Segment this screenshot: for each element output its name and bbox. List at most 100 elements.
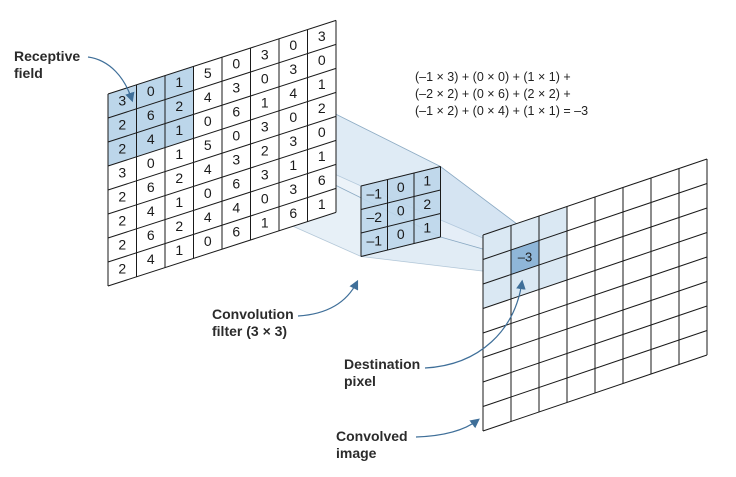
input-cell: 0 (261, 190, 269, 206)
input-cell: 5 (204, 65, 212, 81)
convolved-image-grid: –3 (482, 158, 708, 432)
filter-grid-hline (360, 236, 441, 257)
input-cell: 1 (318, 196, 326, 212)
filter-cell: –1 (366, 186, 382, 202)
destination-pixel-arrow (424, 279, 526, 369)
convolved-image-label-line: Convolved (336, 428, 408, 444)
input-cell: 2 (175, 98, 183, 114)
input-grid-hline (107, 211, 337, 287)
input-cell: 6 (232, 104, 240, 120)
input-cell: 1 (261, 94, 269, 110)
input-cell: 3 (318, 28, 326, 44)
receptive-field-label-line: Receptive (14, 48, 81, 64)
input-cell: 4 (204, 89, 212, 105)
output-grid-hline (482, 305, 708, 383)
input-grid-hline (107, 163, 337, 239)
input-cell: 6 (147, 227, 155, 243)
input-grid-hline (107, 67, 337, 143)
input-cell: 0 (318, 124, 326, 140)
input-cell: 2 (175, 170, 183, 186)
input-cell: 6 (232, 176, 240, 192)
input-cell: 2 (261, 142, 269, 158)
input-cell: 4 (147, 203, 155, 219)
receptive-field-label: Receptive field (14, 48, 80, 82)
input-grid-hline (107, 115, 337, 191)
input-cell: 2 (118, 116, 126, 132)
input-cell: 1 (175, 122, 183, 138)
destination-pixel-label: Destination pixel (344, 356, 420, 390)
filter-grid-hline (360, 189, 441, 210)
convolved-image-label: Convolved image (336, 428, 408, 462)
output-grid-hline (482, 256, 708, 334)
input-cell: 4 (204, 161, 212, 177)
input-cell: 6 (147, 107, 155, 123)
input-cell: 4 (232, 200, 240, 216)
convolved-image-arrow (415, 418, 480, 438)
input-cell: 4 (289, 85, 297, 101)
input-cell: 3 (261, 166, 269, 182)
filter-arrow (297, 279, 359, 317)
filter-cell: 1 (423, 173, 431, 189)
input-cell: 0 (289, 109, 297, 125)
input-cell: 0 (318, 52, 326, 68)
filter-grid-hline (360, 213, 441, 234)
input-cell: 1 (261, 214, 269, 230)
input-cell: 2 (118, 236, 126, 252)
input-cell: 4 (147, 251, 155, 267)
input-grid-hline (107, 139, 337, 215)
filter-cell: 0 (397, 179, 405, 195)
filter-cell: 1 (423, 220, 431, 236)
input-cell: 5 (204, 137, 212, 153)
input-cell: 1 (289, 157, 297, 173)
input-grid-hline (107, 43, 337, 119)
equation-line: (–1 × 3) + (0 × 0) + (1 × 1) + (415, 70, 571, 84)
destination-pixel-label-line: Destination (344, 356, 421, 372)
equation-line: (–1 × 2) + (0 × 4) + (1 × 1) = –3 (415, 104, 589, 118)
input-cell: 1 (318, 148, 326, 164)
input-cell: 0 (147, 83, 155, 99)
input-cell: 2 (118, 260, 126, 276)
filter-grid-hline (360, 166, 441, 187)
equation-line: (–2 × 2) + (0 × 6) + (2 × 2) + (415, 87, 571, 101)
input-cell: 1 (175, 242, 183, 258)
input-cell: 6 (147, 179, 155, 195)
input-cell: 0 (147, 155, 155, 171)
output-grid-hline (482, 183, 708, 260)
output-grid-hline (482, 158, 708, 236)
filter-cell: –2 (366, 209, 382, 225)
destination-pixel-highlight (511, 240, 539, 275)
filter-cell: 0 (397, 203, 405, 219)
input-cell: 6 (318, 172, 326, 188)
input-cell: 4 (204, 209, 212, 225)
input-cell: 0 (289, 37, 297, 53)
input-cell: 0 (204, 233, 212, 249)
input-cell: 0 (261, 70, 269, 86)
input-cell: 0 (232, 56, 240, 72)
output-grid-hline (482, 207, 708, 285)
filter-cell: –1 (366, 233, 382, 249)
output-grid-hline (482, 330, 708, 407)
destination-pixel-label-line: pixel (344, 373, 376, 389)
output-grid-hline (482, 281, 708, 358)
input-grid-hline (107, 187, 337, 263)
input-cell: 2 (118, 212, 126, 228)
input-cell: 3 (289, 133, 297, 149)
input-cell: 3 (232, 80, 240, 96)
input-cell: 2 (175, 218, 183, 234)
input-cell: 3 (261, 118, 269, 134)
input-cell: 1 (175, 74, 183, 90)
receptive-field-arrow (87, 56, 135, 103)
input-cell: 3 (289, 61, 297, 77)
label-pointers (87, 56, 526, 438)
input-cell: 0 (204, 113, 212, 129)
input-cell: 1 (175, 146, 183, 162)
input-cell: 0 (204, 185, 212, 201)
input-cell: 4 (147, 131, 155, 147)
output-grid-hline (482, 354, 708, 432)
input-cell: 3 (232, 152, 240, 168)
input-cell: 2 (118, 140, 126, 156)
input-cell: 3 (118, 92, 126, 108)
output-grid-hline (482, 232, 708, 309)
